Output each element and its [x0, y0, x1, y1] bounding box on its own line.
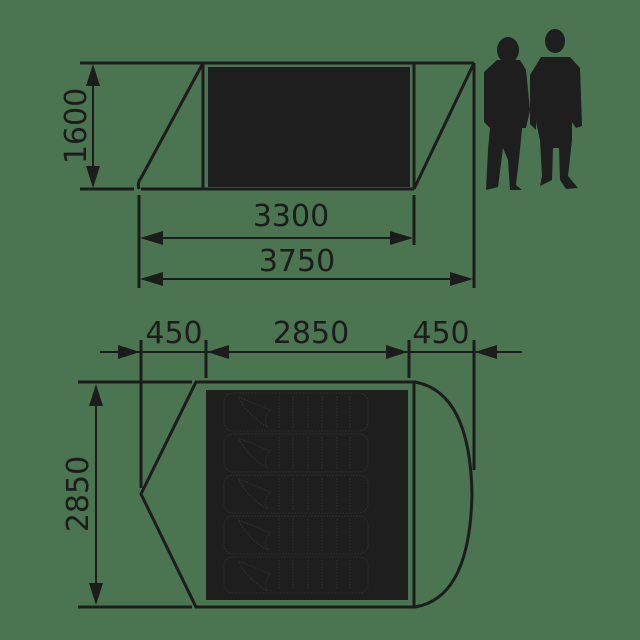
arrow-up [86, 64, 100, 86]
sleeping-bag [223, 433, 369, 473]
height-label: 1600 [59, 88, 94, 164]
arrow-right [118, 345, 140, 359]
arrow-down [89, 583, 103, 605]
outer-length-label: 3750 [259, 244, 335, 279]
sleeping-bag [223, 515, 369, 555]
arrow-left [140, 272, 163, 286]
sleeping-bag [223, 556, 369, 594]
woman-silhouette [484, 37, 530, 190]
man-silhouette [530, 29, 582, 189]
arrow-right [450, 272, 473, 286]
sleeping-bags [223, 392, 369, 594]
inner-tent-top [206, 390, 408, 600]
arrow-down [86, 166, 100, 188]
depth-label: 2850 [61, 456, 96, 532]
arrow-up [89, 384, 103, 406]
left-vestibule-label: 450 [145, 316, 202, 351]
inner-width-label: 2850 [273, 316, 349, 351]
arrow-right [390, 231, 413, 245]
left-slope [136, 62, 205, 190]
tent-footprint [139, 380, 474, 609]
arrow-left [140, 231, 163, 245]
arrow-left [207, 345, 229, 359]
arrow-right [386, 345, 408, 359]
top-view: 450 2850 450 2850 [61, 316, 522, 609]
side-view: 1600 3300 3750 [59, 29, 582, 288]
inner-length-label: 3300 [253, 199, 329, 234]
arrow-left [475, 345, 497, 359]
sleeping-bag [223, 474, 369, 514]
inner-tent-side [208, 67, 410, 187]
sleeping-bag [223, 392, 369, 432]
right-vestibule-label: 450 [412, 316, 469, 351]
right-slope [412, 62, 476, 190]
